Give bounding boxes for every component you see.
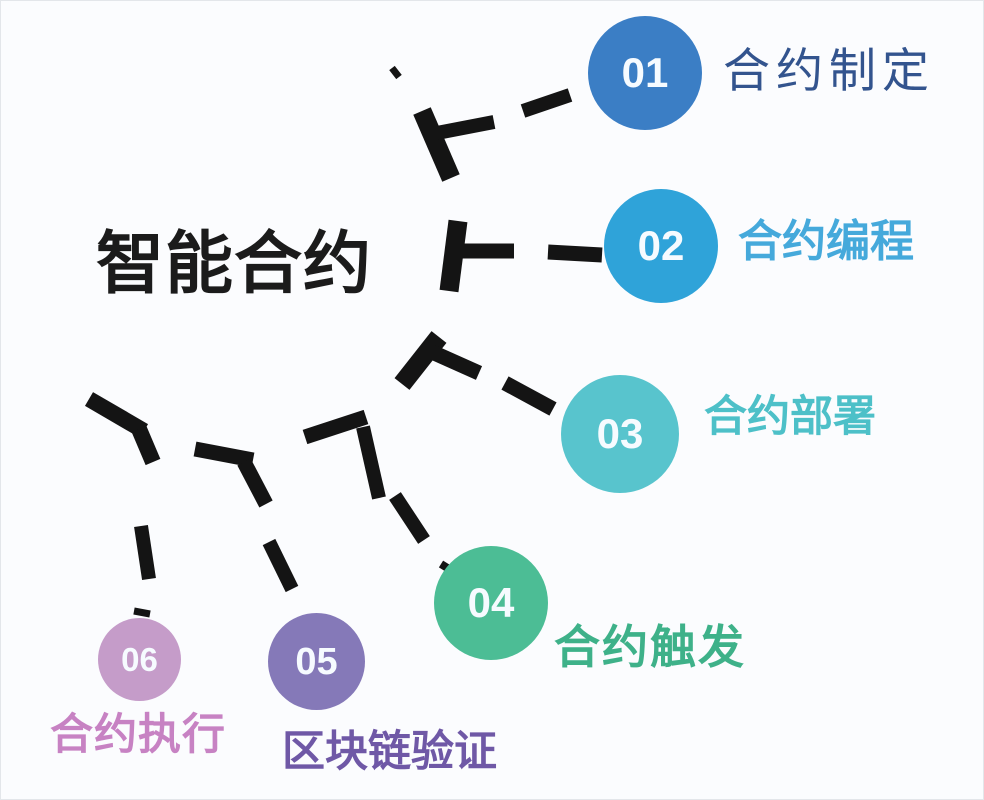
step-circle-03: 03 — [561, 375, 679, 493]
step-circle-04: 04 — [434, 546, 548, 660]
step-number-03: 03 — [596, 410, 644, 457]
step-label-04: 合约触发 — [554, 621, 746, 673]
step-number-05: 05 — [295, 640, 338, 683]
step-number-06: 06 — [121, 641, 158, 678]
branch-to-04 — [302, 409, 460, 578]
step-label-02: 合约编程 — [738, 217, 914, 266]
step-label-01: 合约制定 — [723, 44, 935, 97]
step-number-02: 02 — [637, 222, 685, 269]
step-number-04: 04 — [467, 579, 515, 626]
step-circle-02: 02 — [604, 189, 718, 303]
branch-to-05 — [193, 441, 299, 593]
step-circle-01: 01 — [588, 16, 702, 130]
step-label-03: 合约部署 — [704, 393, 876, 441]
step-circle-06: 06 — [98, 618, 181, 701]
branch-to-02 — [439, 219, 603, 293]
branch-to-06 — [84, 392, 161, 618]
diagram-title: 智能合约 — [96, 226, 373, 302]
branch-to-03 — [394, 331, 557, 416]
branch-to-01 — [389, 65, 573, 182]
step-label-06: 合约执行 — [50, 711, 226, 759]
step-number-01: 01 — [621, 49, 669, 96]
step-label-05: 区块链验证 — [282, 728, 497, 776]
step-circle-05: 05 — [268, 613, 365, 710]
